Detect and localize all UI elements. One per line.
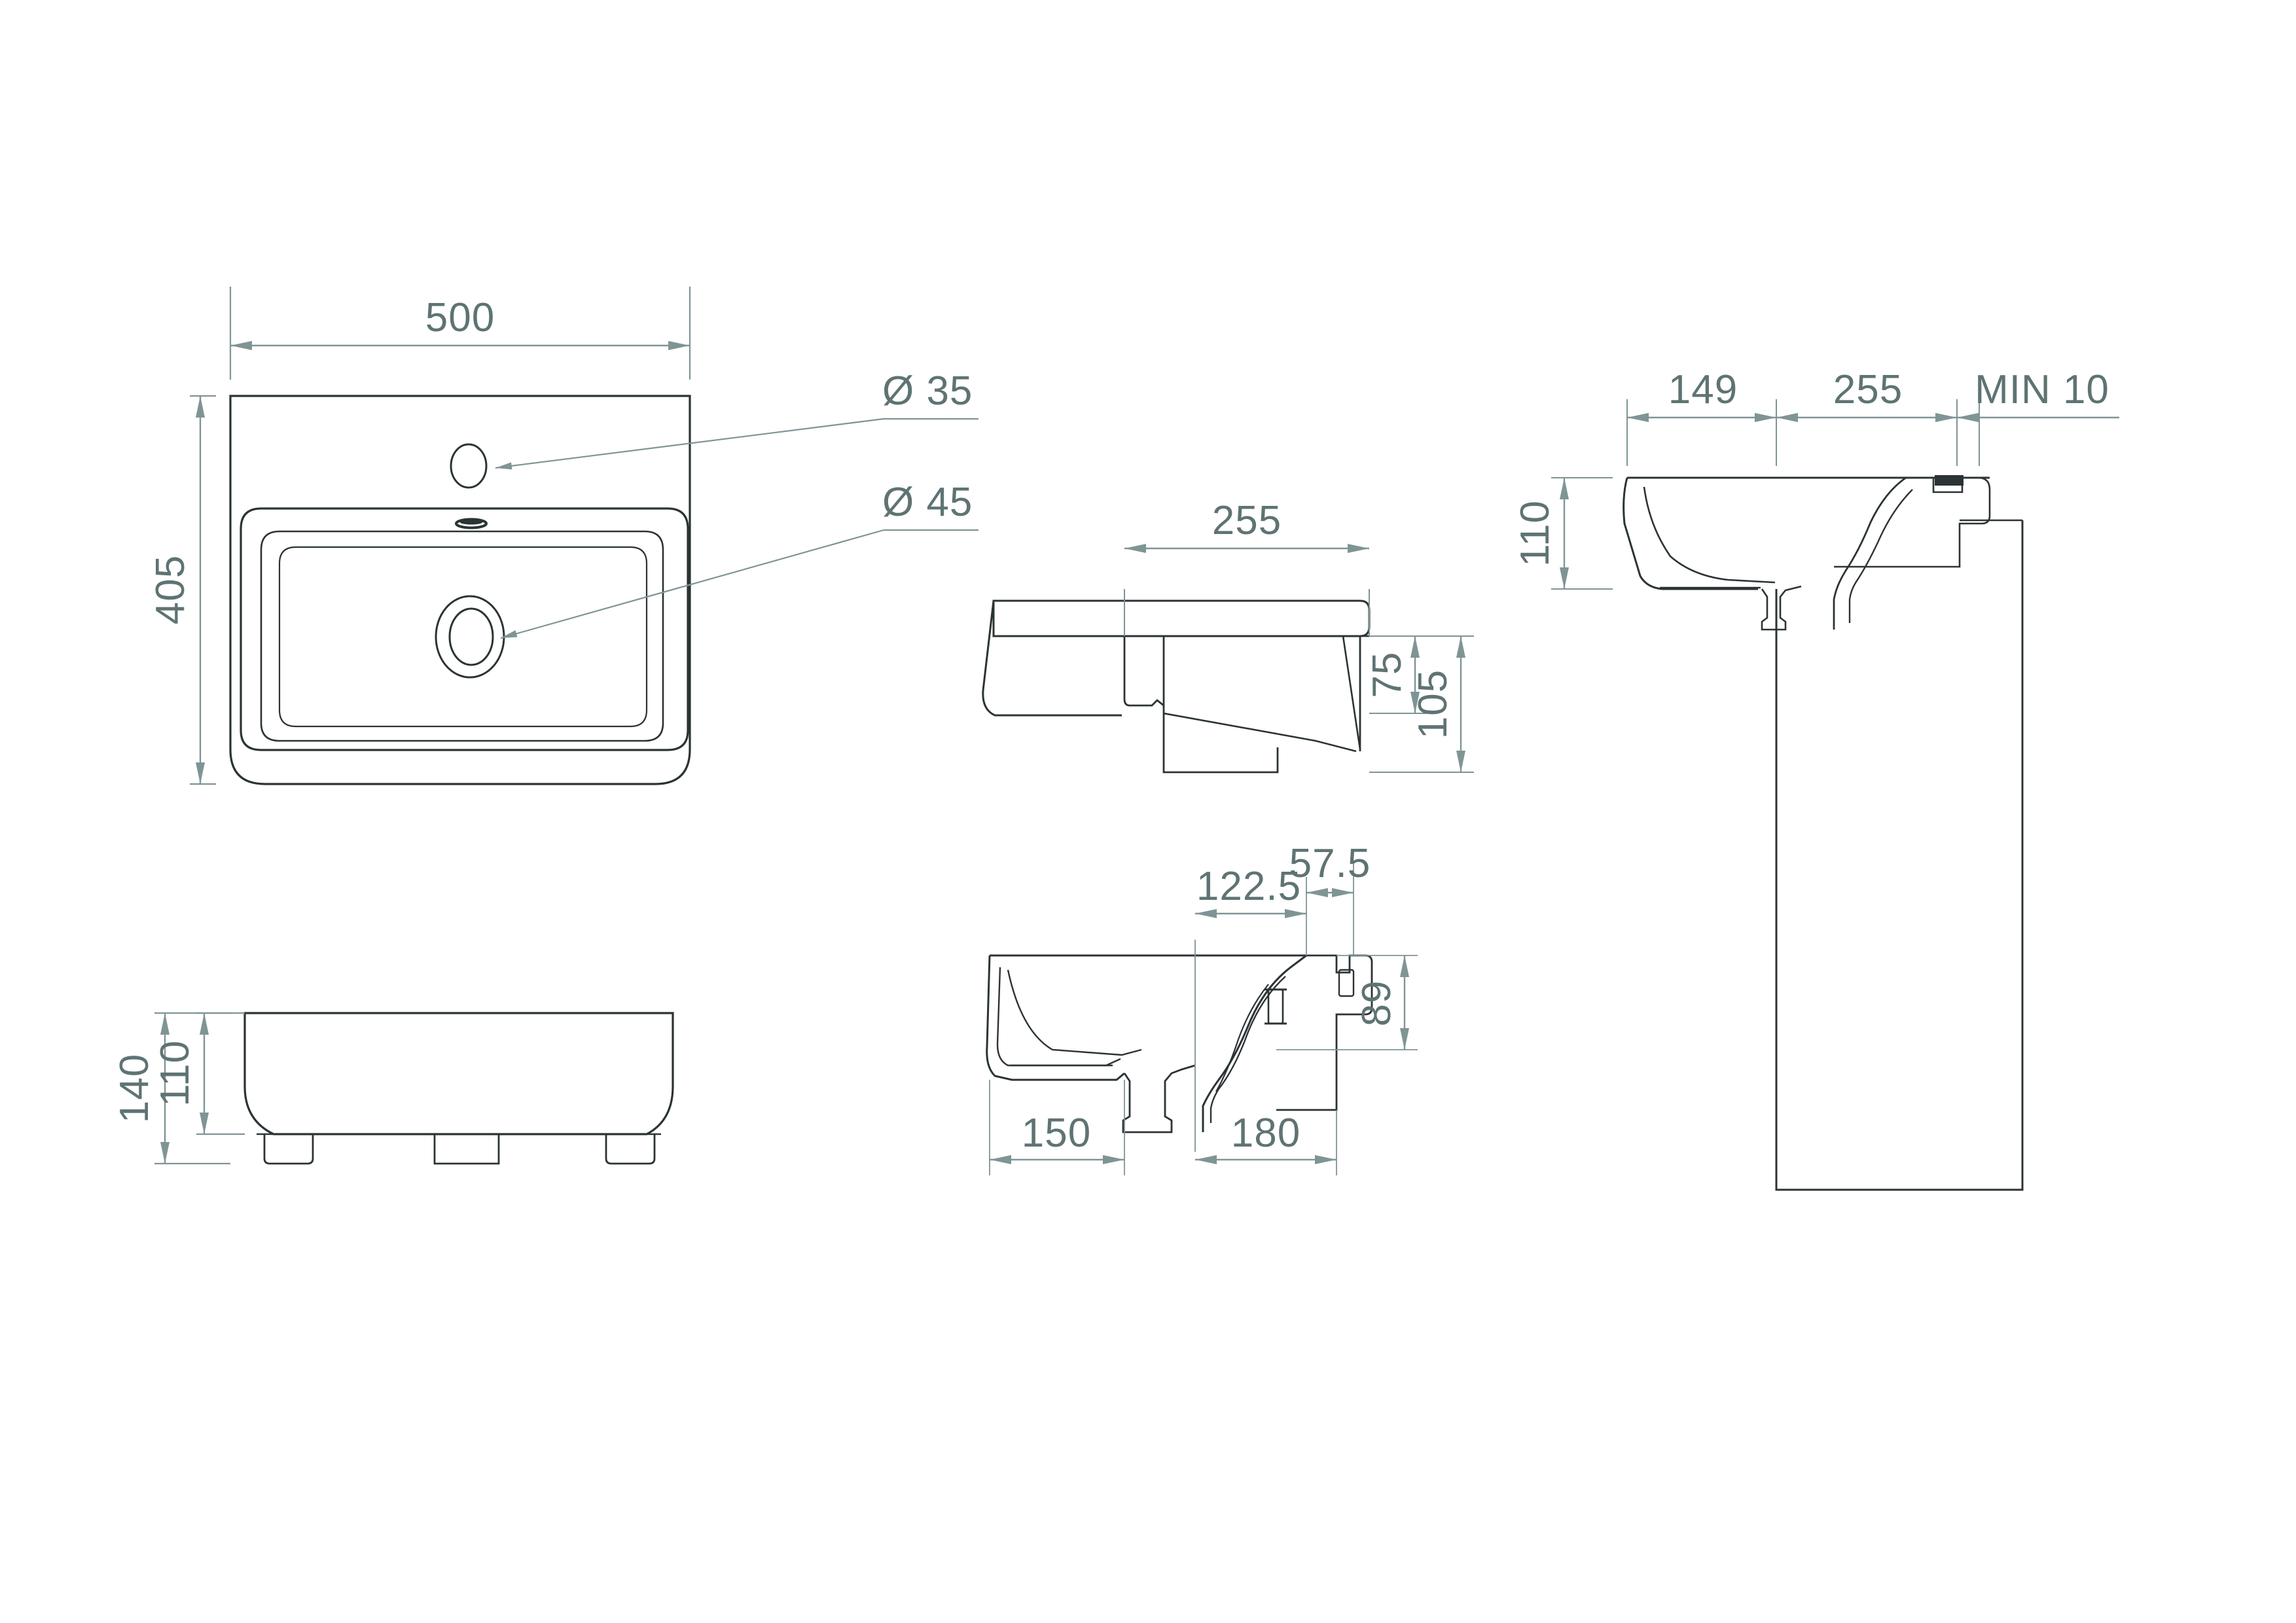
detail-right-wall-third [1215, 984, 1269, 1092]
dim-label-500: 500 [425, 295, 495, 340]
view-front-elevation: 140 110 [112, 1012, 674, 1165]
dim-label-110-wall: 110 [1513, 500, 1558, 567]
side-lower-body [1162, 636, 1279, 774]
wall-basin-left-outer [1623, 477, 1758, 590]
wall-rear-scurve-inner [1848, 489, 1913, 623]
view-detail-section: 122.5 57.5 89 150 180 [986, 841, 1418, 1175]
overflow-slot-fill [460, 520, 482, 525]
detail-left-inner-wall [996, 967, 1121, 1067]
detail-right-wall-inner [1210, 976, 1286, 1123]
waste-hole-inner-ring [448, 607, 494, 666]
dim-label-105: 105 [1410, 669, 1456, 739]
dim-label-d45: Ø 45 [882, 480, 973, 525]
detail-backplate-slot [1338, 969, 1355, 997]
basin-bowl-rim-middle [260, 530, 664, 742]
basin-bowl-rim-outer [240, 507, 689, 751]
dim-label-150: 150 [1022, 1111, 1091, 1156]
view-top-plan: 500 405 Ø 35 Ø 45 [148, 287, 978, 785]
side-shelf-left [1123, 636, 1164, 707]
wall-waste-outlet [1761, 585, 1802, 631]
detail-right-wall-outer [1202, 954, 1307, 1132]
dim-label-min10: MIN 10 [1975, 367, 2109, 412]
basin-outer-outline [229, 395, 691, 785]
front-foot-center [433, 1134, 500, 1165]
view-wall-mounted-section: 149 255 MIN 10 110 [1513, 367, 2119, 1191]
leader-line-d45 [500, 529, 884, 639]
tap-hole-circle [450, 443, 488, 489]
wall-rear-scurve-outer [1833, 476, 1907, 630]
front-foot-left [263, 1134, 314, 1165]
dim-label-1225: 122.5 [1196, 864, 1301, 909]
dim-label-255-side: 255 [1212, 498, 1282, 543]
dim-label-89: 89 [1354, 980, 1399, 1027]
view-side-section: 255 75 105 [982, 498, 1474, 774]
detail-left-outer-wall [986, 955, 1125, 1081]
detail-waste-column [1122, 1064, 1196, 1133]
wall-basin-inner-slope [1643, 486, 1776, 584]
dim-label-575: 57.5 [1289, 841, 1371, 886]
wall-rear-fixing-block [1834, 476, 1991, 568]
dim-label-110-front: 110 [152, 1040, 198, 1107]
side-under-slope [1163, 712, 1357, 753]
side-bowl-left-wall [982, 600, 1122, 717]
dim-label-d35: Ø 35 [882, 368, 973, 414]
side-right-wall [1342, 635, 1361, 750]
detail-bowl-slope [1007, 969, 1142, 1056]
front-foot-right [605, 1134, 656, 1165]
overflow-slot [455, 518, 488, 529]
leader-line-d35 [495, 418, 884, 470]
dim-label-180: 180 [1231, 1111, 1300, 1156]
dim-label-255-wall: 255 [1833, 367, 1903, 412]
wall-column [1775, 520, 2024, 1191]
dim-label-75: 75 [1365, 652, 1410, 698]
wall-fixing-bolt [1935, 475, 1964, 486]
dim-label-405: 405 [148, 555, 193, 624]
dim-label-149: 149 [1668, 367, 1738, 412]
dim-label-140: 140 [112, 1054, 157, 1123]
basin-bowl-inner [278, 546, 648, 728]
